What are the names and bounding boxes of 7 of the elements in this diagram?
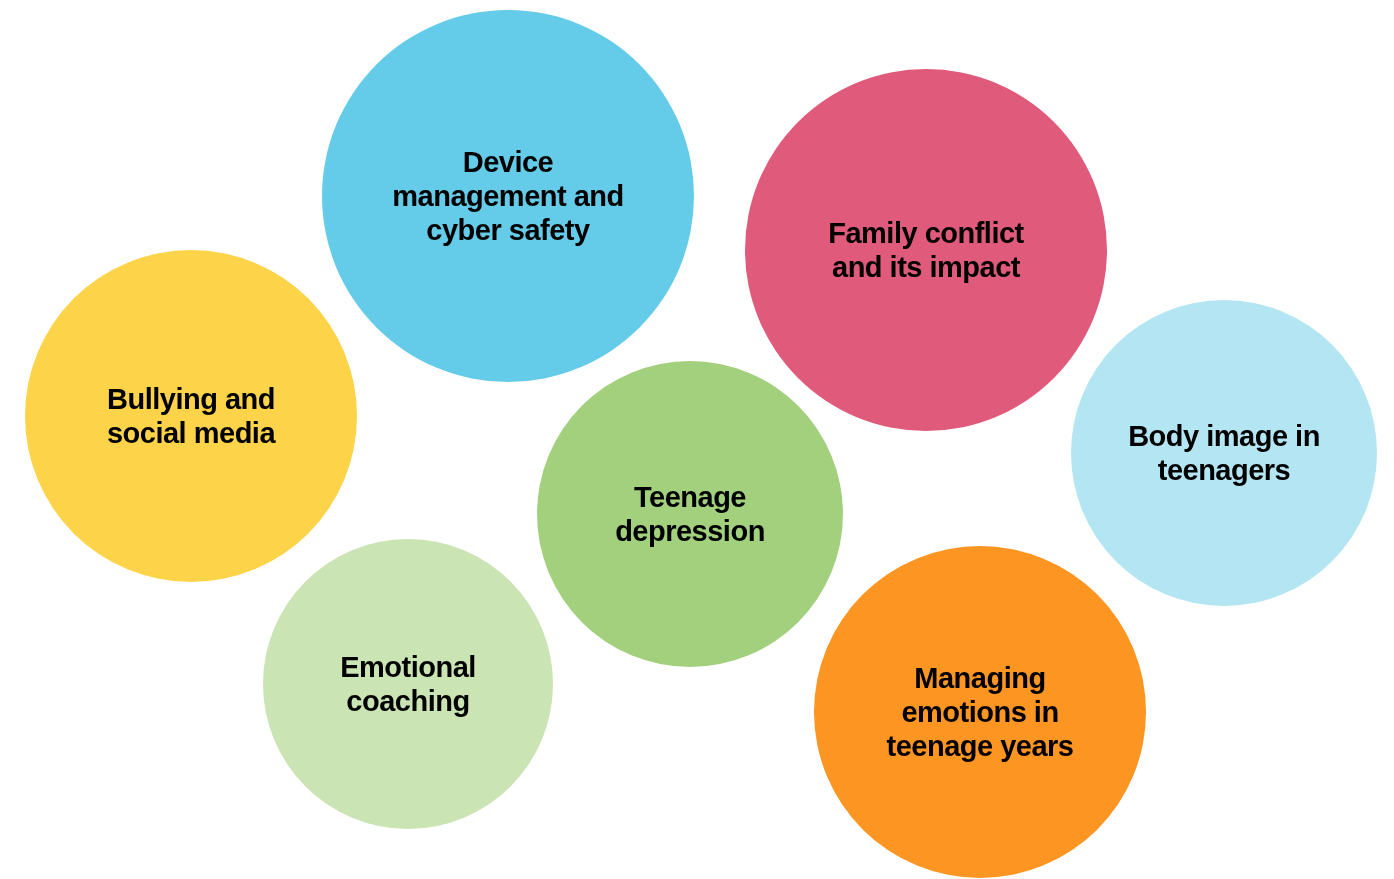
topic-label: Managing emotions in teenage years: [885, 661, 1075, 763]
topic-label: Body image in teenagers: [1127, 419, 1321, 487]
topic-label: Device management and cyber safety: [391, 145, 625, 247]
topic-label: Emotional coaching: [339, 650, 477, 718]
topic-label: Family conflict and its impact: [827, 216, 1025, 284]
topic-label: Teenage depression: [614, 480, 766, 548]
topic-label: Bullying and social media: [105, 382, 277, 450]
